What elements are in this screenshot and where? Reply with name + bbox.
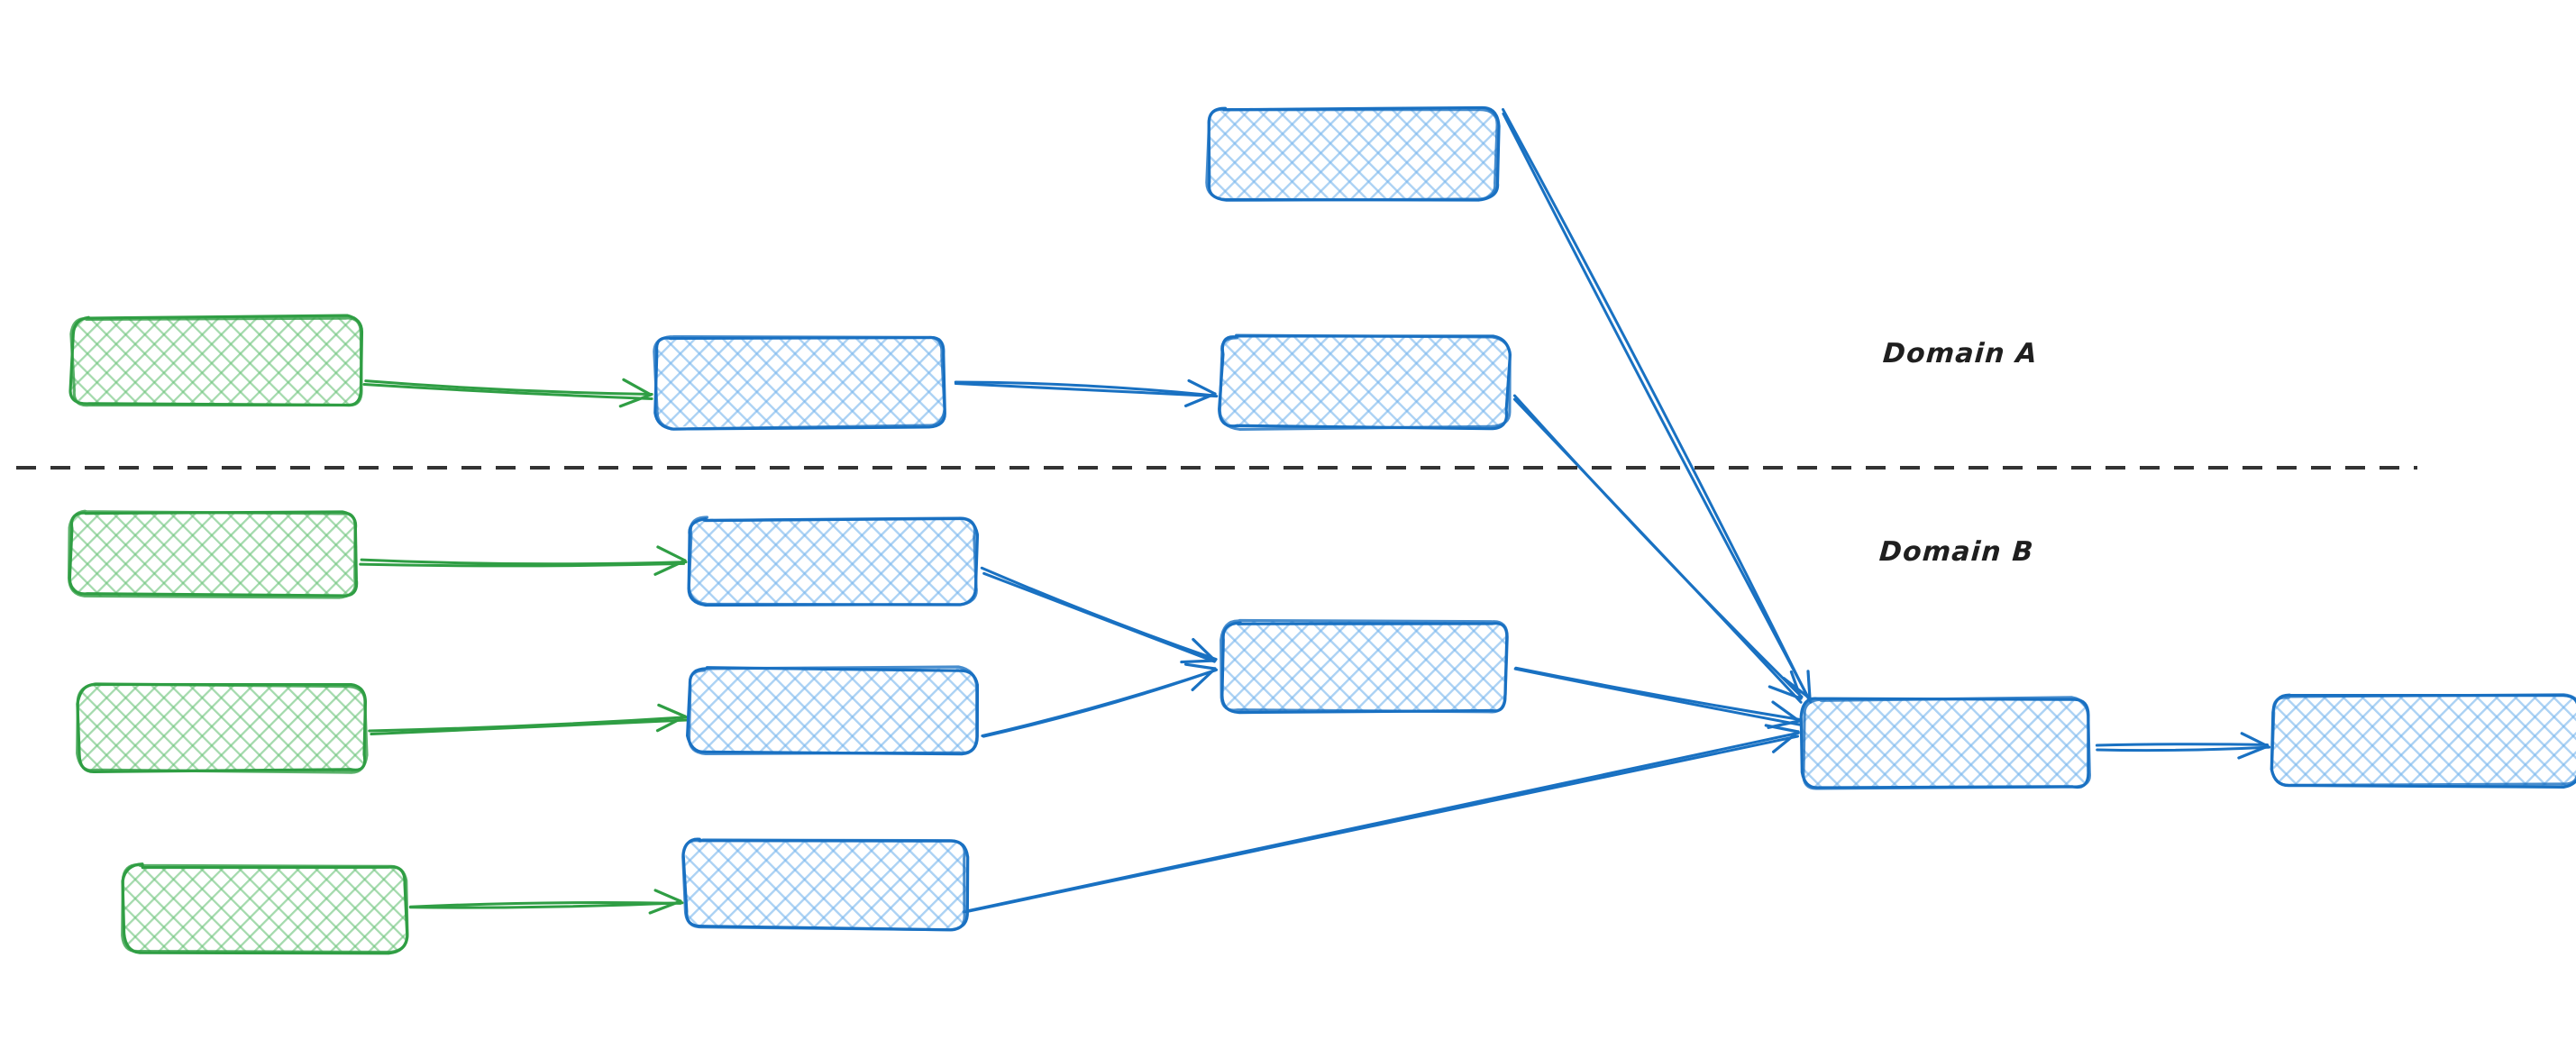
- domain-b-label: Domain B: [1877, 536, 2035, 568]
- node-b-mid[interactable]: [1219, 618, 1509, 715]
- node-b-source1[interactable]: [67, 509, 359, 599]
- node-a-step2[interactable]: [1218, 333, 1512, 431]
- edge-b-source2-to-b-step2: [368, 703, 689, 736]
- node-b-step3[interactable]: [681, 837, 970, 932]
- edge-b-step1-to-b-mid: [980, 566, 1218, 664]
- node-b-step1[interactable]: [687, 515, 980, 607]
- edge-a-step1-to-a-step2: [954, 379, 1219, 407]
- nodes-layer: [67, 105, 2576, 955]
- edge-a-step2-to-b-merge: [1512, 394, 1804, 704]
- edge-b-step2-to-b-mid: [981, 662, 1219, 738]
- edge-b-merge-to-b-final: [2095, 732, 2271, 760]
- node-a-top[interactable]: [1205, 105, 1501, 202]
- domain-a-label: Domain A: [1881, 338, 2040, 369]
- node-b-step2[interactable]: [686, 665, 980, 756]
- edge-b-step3-to-b-merge: [962, 724, 1800, 914]
- node-b-final[interactable]: [2270, 693, 2576, 789]
- node-b-source2[interactable]: [76, 682, 369, 774]
- edge-b-source1-to-b-step1: [359, 545, 688, 576]
- node-b-source3[interactable]: [121, 862, 409, 955]
- node-b-merge[interactable]: [1799, 696, 2091, 790]
- node-a-step1[interactable]: [653, 334, 946, 431]
- edge-b-source3-to-b-step3: [408, 889, 684, 915]
- edges-layer: [359, 107, 2271, 915]
- edge-a-top-to-b-merge: [1502, 107, 1813, 704]
- node-a-source[interactable]: [69, 314, 364, 407]
- edge-a-source-to-a-step1: [362, 378, 653, 408]
- edge-b-mid-to-b-merge: [1513, 666, 1802, 729]
